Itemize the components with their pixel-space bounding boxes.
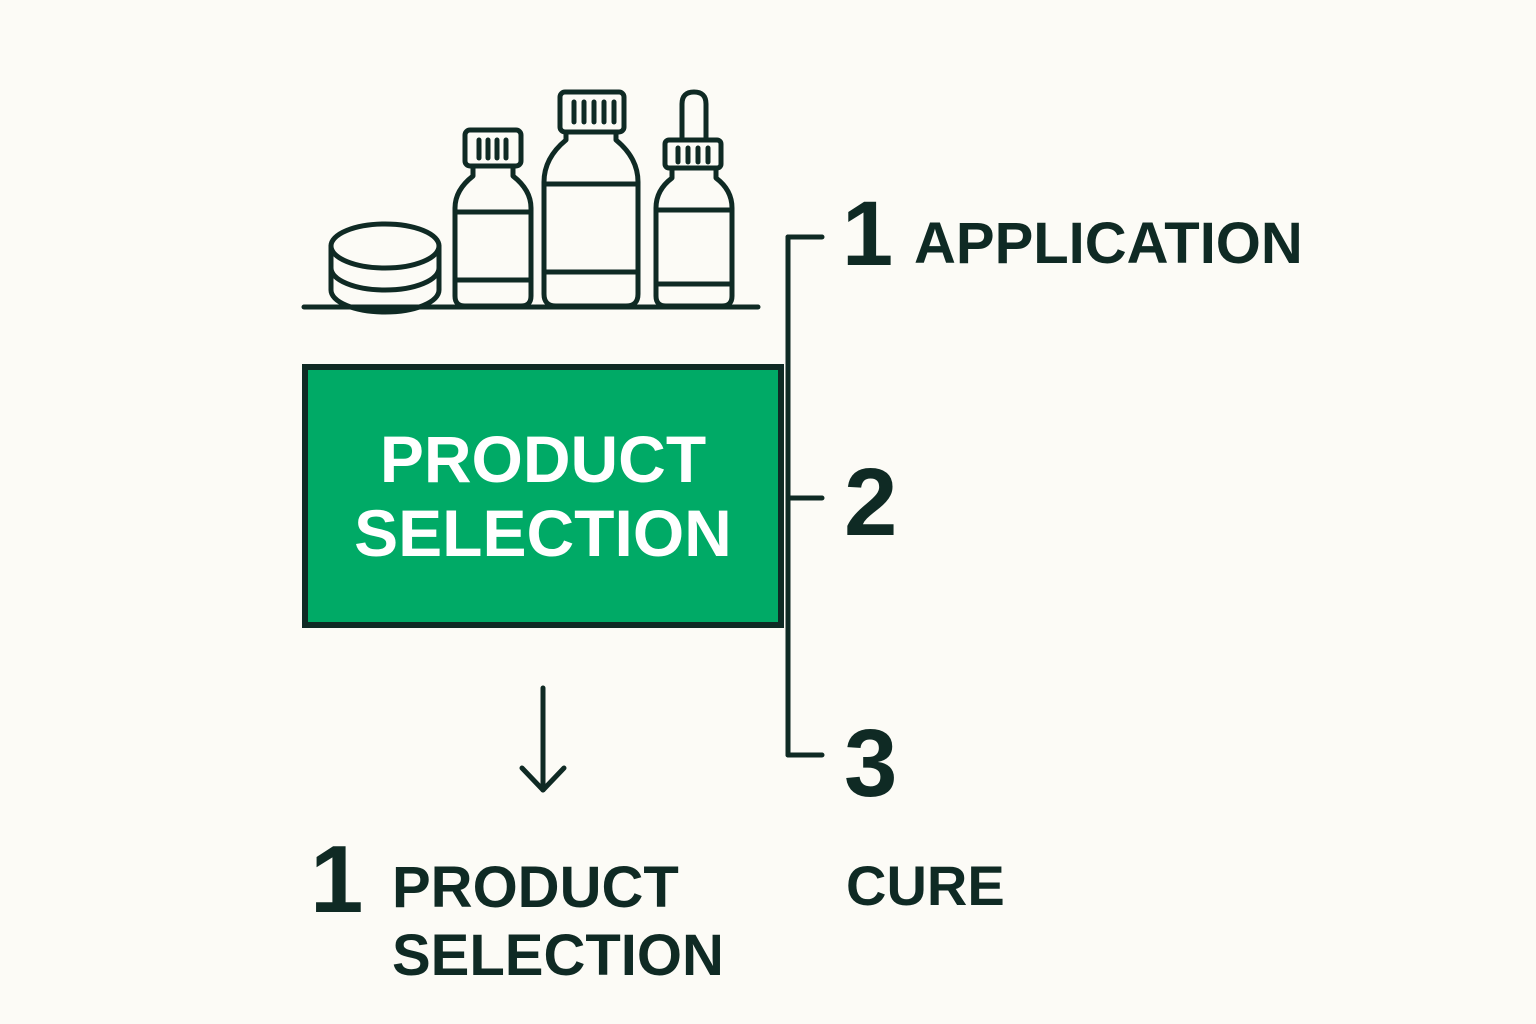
product-selection-box-label: PRODUCT SELECTION [354, 422, 732, 570]
dropper-bottle-icon [653, 89, 735, 309]
step-1-number: 1 [842, 183, 894, 285]
bottom-step-label: PRODUCT SELECTION [392, 854, 724, 990]
small-bottle-icon [452, 127, 534, 309]
step-bracket [785, 234, 825, 758]
bottom-step-label-line2: SELECTION [392, 923, 724, 988]
arrow-down-icon [519, 685, 567, 793]
bottom-step-number: 1 [310, 826, 364, 933]
step-3-number: 3 [844, 710, 898, 817]
step-1-label: APPLICATION [914, 211, 1303, 276]
step-2-number: 2 [844, 449, 898, 556]
jar-icon [328, 221, 442, 315]
step-3-label: CURE [846, 854, 1005, 917]
product-selection-box: PRODUCT SELECTION [302, 364, 784, 628]
box-label-line1: PRODUCT [379, 422, 707, 496]
large-bottle-icon [541, 89, 641, 309]
bottom-step-label-line1: PRODUCT [392, 855, 679, 920]
box-label-line2: SELECTION [354, 496, 732, 570]
